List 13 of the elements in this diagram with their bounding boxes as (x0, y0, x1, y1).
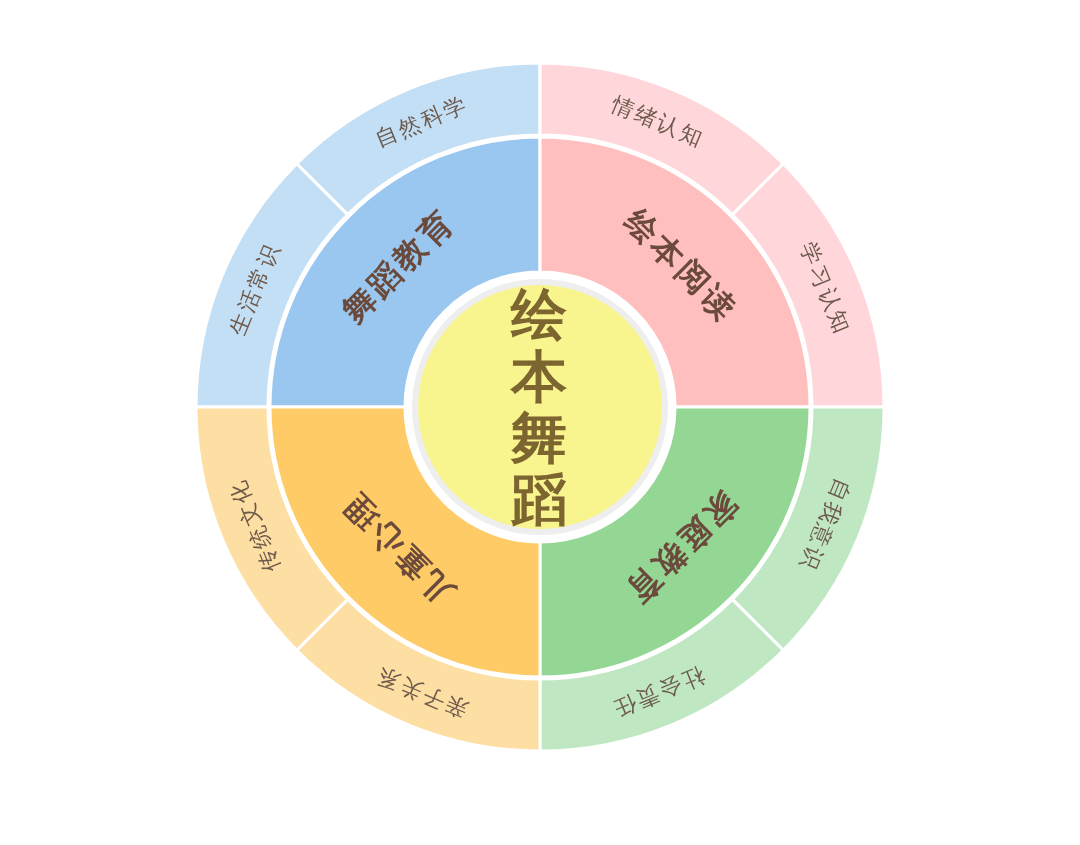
subtopic-label: 传统文化 (225, 474, 286, 575)
topic-label: 绘本阅读 (618, 202, 745, 329)
subtopic-label: 社会责任 (607, 661, 708, 722)
topic-label: 儿童心理 (335, 485, 462, 612)
topic-label: 家庭教育 (618, 485, 745, 612)
subtopic-label: 自我意识 (794, 474, 855, 575)
subtopic-label: 生活常识 (225, 238, 286, 340)
subtopic-label: 学习认知 (794, 238, 855, 340)
subtopic-label: 亲子关系 (371, 661, 473, 722)
center-title: 绘本舞蹈 (509, 283, 571, 531)
subtopic-label: 自然科学 (371, 92, 473, 153)
topic-label: 舞蹈教育 (335, 202, 462, 329)
subtopic-label: 情绪认知 (607, 92, 708, 153)
